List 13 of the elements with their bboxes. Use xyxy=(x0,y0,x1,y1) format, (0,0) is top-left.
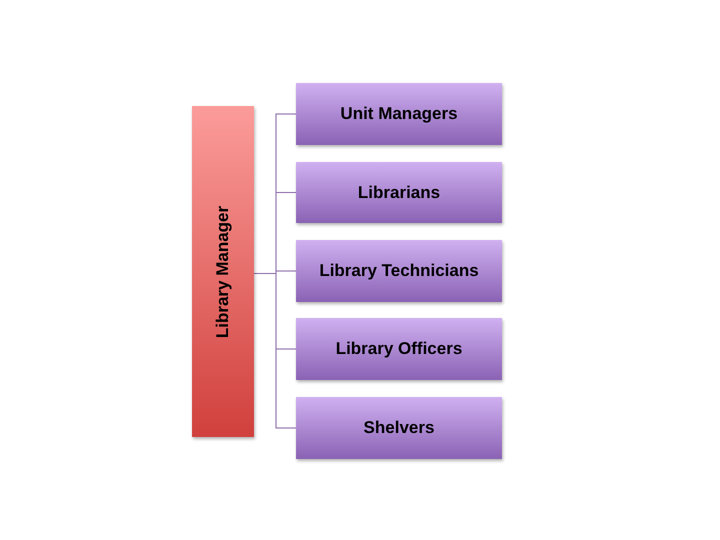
role-box xyxy=(296,318,502,380)
node-label: Library Officers xyxy=(336,339,462,359)
manager-box xyxy=(192,106,254,437)
role-box xyxy=(296,240,502,302)
node-label: Library Technicians xyxy=(319,261,479,281)
node-label: Library Manager xyxy=(213,205,233,338)
role-box xyxy=(296,83,502,145)
connector-line xyxy=(254,273,296,428)
node-label: Unit Managers xyxy=(340,104,458,124)
role-box xyxy=(296,162,502,223)
node-label: Shelvers xyxy=(364,418,434,438)
node-label: Librarians xyxy=(358,182,440,202)
role-box xyxy=(296,397,502,459)
